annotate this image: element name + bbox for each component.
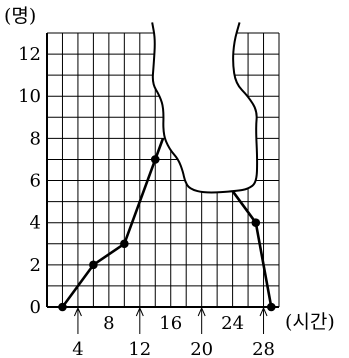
x-axis-label: (시간) [285, 311, 335, 333]
x-tick-arrow-head [197, 306, 206, 317]
series-markers [58, 155, 276, 312]
torn-region-fill [152, 22, 258, 193]
x-tick-arrow-head [135, 306, 144, 317]
x-tick-label-upper: 24 [221, 313, 244, 334]
series-line-segment [231, 190, 273, 308]
data-point [58, 302, 67, 312]
data-point [266, 302, 276, 312]
y-tick-label: 0 [30, 297, 41, 318]
y-tick-label: 8 [30, 128, 41, 149]
x-tick-arrow-head [73, 306, 82, 317]
data-point [89, 260, 98, 270]
y-tick-label: 12 [18, 44, 41, 65]
torn-region [151, 22, 259, 194]
y-tick-label: 4 [30, 213, 41, 234]
x-tick-label-upper: 8 [103, 313, 114, 334]
y-tick-label: 2 [30, 255, 41, 276]
y-tick-label: 10 [18, 86, 41, 107]
axes [46, 33, 279, 308]
x-tick-label-upper: 16 [159, 313, 182, 334]
y-axis-label: (명) [4, 5, 36, 27]
x-tick-label-lower: 4 [72, 339, 83, 358]
x-tick-label-lower: 20 [190, 339, 213, 358]
x-tick-label-lower: 28 [252, 339, 275, 358]
data-point [251, 218, 261, 227]
x-tick-arrow-head [259, 306, 268, 317]
data-point [150, 155, 160, 164]
x-tick-label-lower: 12 [128, 339, 151, 358]
data-point [120, 239, 129, 249]
y-tick-label: 6 [30, 171, 41, 192]
torn-region-edge [151, 22, 259, 194]
